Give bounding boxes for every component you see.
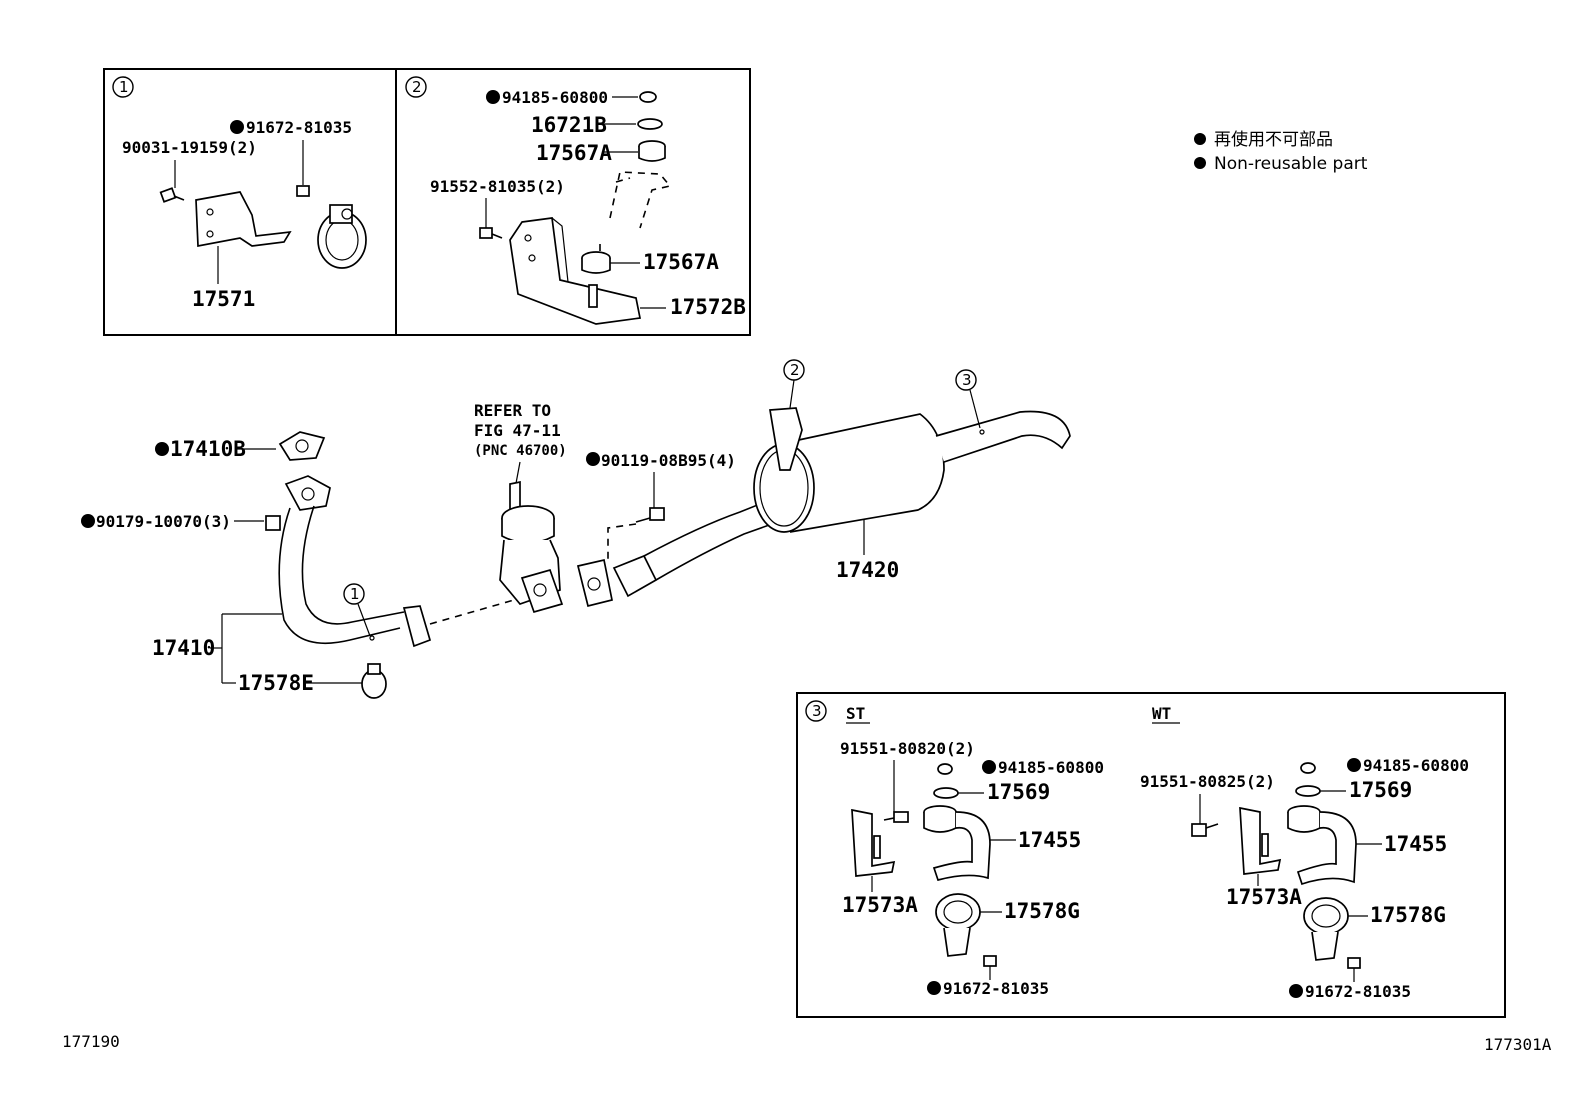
non-reusable-dot-icon	[486, 90, 500, 104]
label-wt: WT	[1152, 704, 1171, 723]
non-reusable-dot-icon	[155, 442, 169, 456]
non-reusable-dot-icon	[1347, 758, 1361, 772]
label-st-94185-60800: 94185-60800	[998, 758, 1104, 777]
center-pipe-icon	[576, 499, 773, 608]
bolt-icon	[1191, 823, 1219, 837]
label-91551-80820: 91551-80820(2)	[840, 739, 975, 758]
cushion-icon	[638, 140, 666, 162]
clamp-icon	[361, 663, 387, 699]
label-st-17455: 17455	[1018, 828, 1081, 852]
cushion-icon	[581, 251, 611, 274]
hanger-17573A-icon	[851, 808, 896, 877]
label-91552-81035: 91552-81035(2)	[430, 177, 565, 196]
clamp-bolt-icon	[296, 140, 310, 197]
bolt-icon	[635, 507, 665, 523]
label-91672-81035: 91672-81035	[246, 118, 352, 137]
legend-japanese: 再使用不可部品	[1214, 129, 1333, 150]
inset-number-1	[112, 76, 134, 98]
washer-icon	[1295, 785, 1321, 797]
front-pipe-17410-icon	[278, 475, 432, 648]
svg-text:2: 2	[790, 361, 800, 379]
label-wt-94185-60800: 94185-60800	[1363, 756, 1469, 775]
main-assembly: 17410B 90179-10070(3) 1 17410	[81, 359, 1071, 699]
svg-text:3: 3	[962, 371, 972, 389]
nut-icon	[1300, 762, 1316, 774]
clamp-17578G-icon	[935, 893, 981, 957]
legend: 再使用不可部品 Non-reusable part	[1194, 129, 1368, 174]
label-17410: 17410	[152, 636, 215, 660]
inset-1: 1 90031-19159(2) 91672-81035 17571	[112, 76, 367, 311]
non-reusable-dot-icon	[230, 120, 244, 134]
non-reusable-dot-icon	[982, 760, 996, 774]
label-17420: 17420	[836, 558, 899, 582]
inset-number-3	[805, 700, 827, 722]
svg-text:3: 3	[812, 702, 822, 720]
non-reusable-dot-icon	[81, 514, 95, 528]
label-st-91672-81035: 91672-81035	[943, 979, 1049, 998]
label-wt-17569: 17569	[1349, 778, 1412, 802]
bolt-icon	[479, 227, 503, 239]
hanger-17573A-icon	[1239, 806, 1282, 875]
clamp-icon	[317, 204, 367, 269]
label-90179-10070: 90179-10070(3)	[96, 512, 231, 531]
washer-icon	[637, 118, 663, 130]
converter-icon	[499, 480, 564, 614]
muffler-17420-icon	[753, 407, 1071, 533]
figure-code-left: 177190	[62, 1032, 120, 1051]
svg-text:1: 1	[350, 585, 360, 603]
bolt-icon	[883, 811, 909, 823]
inset-3: 3 ST WT 91551-80820(2) 94185-60800 17569…	[796, 692, 1506, 1018]
bolt-icon	[159, 160, 185, 203]
label-st-17573A: 17573A	[842, 893, 918, 917]
inset-number-2	[405, 76, 427, 98]
nut-icon	[639, 91, 657, 103]
washer-icon	[933, 787, 959, 799]
inset-box-top	[103, 68, 751, 336]
label-wt-17573A: 17573A	[1226, 885, 1302, 909]
label-wt-91672-81035: 91672-81035	[1305, 982, 1411, 1001]
non-reusable-dot-icon	[1194, 133, 1206, 145]
legend-english: Non-reusable part	[1214, 154, 1368, 174]
callout-1-icon	[343, 583, 365, 605]
non-reusable-dot-icon	[927, 981, 941, 995]
label-94185-60800: 94185-60800	[502, 88, 608, 107]
label-st-17569: 17569	[987, 780, 1050, 804]
label-17572B: 17572B	[670, 295, 746, 319]
svg-text:1: 1	[119, 78, 129, 96]
label-st-17578G: 17578G	[1004, 899, 1080, 923]
label-st: ST	[846, 704, 865, 723]
svg-text:2: 2	[412, 78, 422, 96]
non-reusable-dot-icon	[1289, 984, 1303, 998]
label-90031-19159: 90031-19159(2)	[122, 138, 257, 157]
label-wt-17455: 17455	[1384, 832, 1447, 856]
non-reusable-dot-icon	[1194, 157, 1206, 169]
bracket-17455-icon	[1287, 805, 1357, 886]
bracket-17455-icon	[923, 805, 991, 882]
gasket-icon	[278, 431, 326, 461]
label-90119-08B95: 90119-08B95(4)	[601, 451, 736, 470]
nut-icon	[937, 763, 953, 775]
label-16721B: 16721B	[531, 113, 607, 137]
bracket-17571-icon	[195, 191, 292, 248]
figure-code-right: 177301A	[1484, 1035, 1552, 1054]
refer-to-line2: FIG 47-11	[474, 421, 561, 440]
label-91551-80825: 91551-80825(2)	[1140, 772, 1275, 791]
bracket-17572B-icon	[509, 171, 672, 325]
clamp-bolt-icon	[983, 955, 997, 980]
clamp-bolt-icon	[1347, 957, 1361, 982]
label-wt-17578G: 17578G	[1370, 903, 1446, 927]
nut-icon	[265, 515, 281, 531]
label-17578E: 17578E	[238, 671, 314, 695]
non-reusable-dot-icon	[586, 452, 600, 466]
label-17410B: 17410B	[170, 437, 246, 461]
callout-3-icon	[955, 369, 977, 391]
inset-2: 2 94185-60800 16721B 17567A 91552-81035(…	[405, 76, 746, 325]
clamp-17578G-icon	[1303, 897, 1349, 961]
refer-to-line3: (PNC 46700)	[474, 443, 567, 459]
refer-to-line1: REFER TO	[474, 401, 551, 420]
label-17567A-bottom: 17567A	[643, 250, 719, 274]
label-17571: 17571	[192, 287, 255, 311]
label-17567A-top: 17567A	[536, 141, 612, 165]
